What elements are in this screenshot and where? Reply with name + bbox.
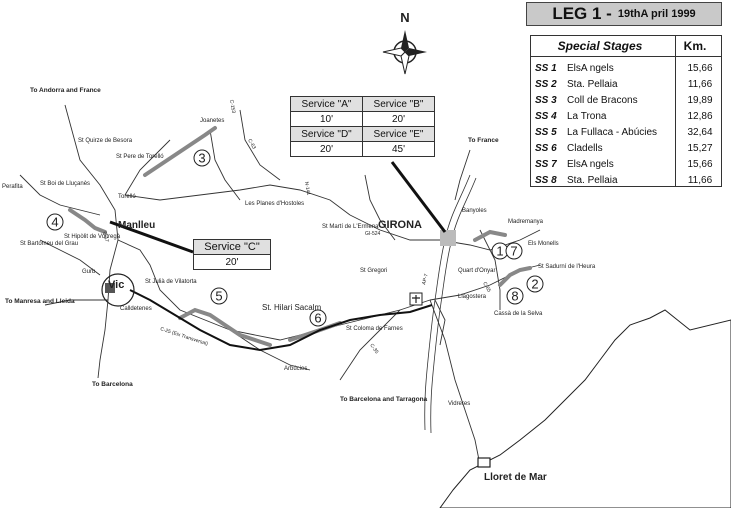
- service-pointer-girona: [390, 161, 447, 233]
- town-st-quirze: St Quirze de Besora: [78, 138, 133, 144]
- compass-letter: N: [400, 10, 409, 25]
- vic-marker: [105, 283, 115, 293]
- road-c25: C-25 (Eix Transversal): [159, 326, 208, 347]
- town-joanetes: Joanetes: [200, 118, 224, 124]
- town-vic: Vic: [108, 279, 124, 291]
- town-les-planes: Les Planes d'Hostoles: [245, 201, 304, 207]
- service-b-label: Service "B": [362, 96, 435, 112]
- compass-icon: N: [382, 10, 427, 75]
- town-st-marti: St Martí de L'Ermena: [322, 224, 379, 230]
- vic-ring: [101, 273, 135, 307]
- main-route: [129, 289, 433, 352]
- service-pointer-manlleu: [109, 220, 194, 254]
- dest-france: To France: [468, 137, 499, 144]
- town-banyoles: Banyoles: [462, 208, 487, 214]
- town-arbucies: Arbúcies: [284, 366, 307, 372]
- service-c-table: Service "C" 20': [193, 239, 271, 270]
- road-gi524: GI-524: [365, 231, 381, 237]
- stage-marker-7: 7: [510, 244, 517, 259]
- town-gurb: Gurb: [82, 269, 96, 275]
- stage-marker-8: 8: [511, 289, 518, 304]
- leg-date: 19thA pril 1999: [617, 8, 696, 20]
- town-lloret: Lloret de Mar: [484, 472, 547, 483]
- service-e-value: 45': [362, 141, 435, 157]
- town-manlleu: Manlleu: [118, 220, 155, 231]
- leg-title: LEG 1 -: [552, 4, 612, 23]
- service-table: Service "A"Service "B" 10'20' Service "D…: [290, 96, 435, 157]
- service-a-label: Service "A": [290, 96, 363, 112]
- town-llagostera: Llagostera: [458, 294, 487, 300]
- town-st-boi: St Boi de Lluçanès: [40, 181, 90, 187]
- town-torello: Torelló: [118, 194, 136, 200]
- stage-markers: 1 2 3 4 5 6 7 8: [46, 149, 544, 327]
- sea: [439, 309, 731, 508]
- town-st-hilari: St. Hilari Sacalm: [262, 303, 321, 312]
- town-perafita: Perafita: [2, 184, 23, 190]
- road-c153: C-153: [228, 99, 236, 114]
- lloret-marker: [477, 457, 491, 468]
- stage-marker-1: 1: [496, 244, 503, 259]
- road-c65: C-65: [481, 281, 492, 294]
- km-header: Km.: [683, 39, 707, 53]
- town-st-bartomeu: St Bartomeu del Grau: [20, 241, 78, 247]
- town-st-pere: St Pere de Torelló: [116, 154, 164, 160]
- town-st-hipolit: St Hipòlit de Voltregà: [64, 234, 121, 240]
- service-c-label: Service "C": [193, 239, 271, 255]
- town-madremanya: Madremanya: [508, 219, 544, 225]
- town-girona: GIRONA: [378, 219, 422, 231]
- stage-marker-5: 5: [215, 289, 222, 304]
- service-e-label: Service "E": [362, 126, 435, 142]
- road-c17: C-17: [101, 231, 110, 243]
- town-st-julia: St Julià de Vilatorta: [145, 279, 197, 285]
- girona-area: [440, 230, 456, 246]
- town-calldetenes: Calldetenes: [120, 306, 152, 312]
- stage-marker-6: 6: [314, 311, 321, 326]
- dest-andorra: To Andorra and France: [30, 87, 101, 94]
- service-d-label: Service "D": [290, 126, 363, 142]
- town-cassa: Cassà de la Selva: [494, 311, 543, 317]
- road-ap7: AP-7: [421, 273, 430, 286]
- stages-header: Special Stages: [557, 39, 643, 53]
- road-c63: C-63: [246, 138, 257, 151]
- town-vidreres: Vidreres: [448, 401, 470, 407]
- road-n141: N-141: [303, 181, 311, 196]
- road-c35: C-35: [368, 343, 379, 355]
- town-st-gregori: St Gregori: [360, 268, 387, 274]
- dest-barcelona-tarragona: To Barcelona and Tarragona: [340, 396, 428, 403]
- stage-marker-2: 2: [531, 277, 538, 292]
- dest-barcelona: To Barcelona: [92, 381, 133, 388]
- service-b-value: 20': [362, 111, 435, 127]
- stage-marker-3: 3: [198, 151, 205, 166]
- service-c-value: 20': [193, 254, 271, 270]
- leg-title-box: LEG 1 - 19thA pril 1999: [526, 2, 722, 26]
- stage-marker-4: 4: [51, 215, 58, 230]
- service-a-value: 10': [290, 111, 363, 127]
- town-quart: Quart d'Onyar: [458, 268, 496, 274]
- dest-manresa: To Manresa and Lleida: [5, 298, 75, 305]
- special-stage-routes: [68, 126, 532, 347]
- town-st-sadurni: St Sadurní de l'Heura: [538, 264, 596, 270]
- town-monells: Els Monells: [528, 241, 559, 247]
- road-network: [19, 104, 541, 466]
- service-d-value: 20': [290, 141, 363, 157]
- town-st-coloma: St Coloma de Farnes: [346, 326, 403, 332]
